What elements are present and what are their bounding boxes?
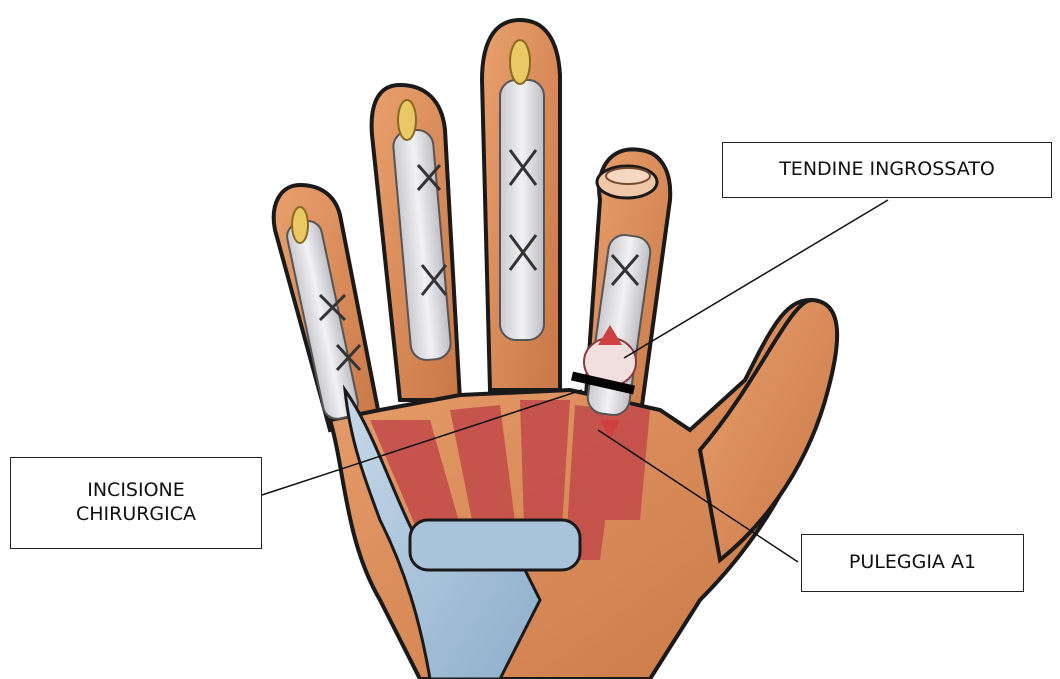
label-surgical-incision-line2: CHIRURGICA [76,503,196,527]
label-thickened-tendon-text: TENDINE INGROSSATO [779,158,995,182]
label-surgical-incision: INCISIONE CHIRURGICA [10,457,262,549]
label-thickened-tendon: TENDINE INGROSSATO [722,142,1052,198]
label-a1-pulley-text: PULEGGIA A1 [849,551,976,575]
flexor-retinaculum [410,520,580,570]
thumb-nail-icon [597,166,657,198]
hand-outline [274,20,837,679]
label-surgical-incision-line1: INCISIONE [87,479,185,503]
label-a1-pulley: PULEGGIA A1 [801,534,1024,592]
